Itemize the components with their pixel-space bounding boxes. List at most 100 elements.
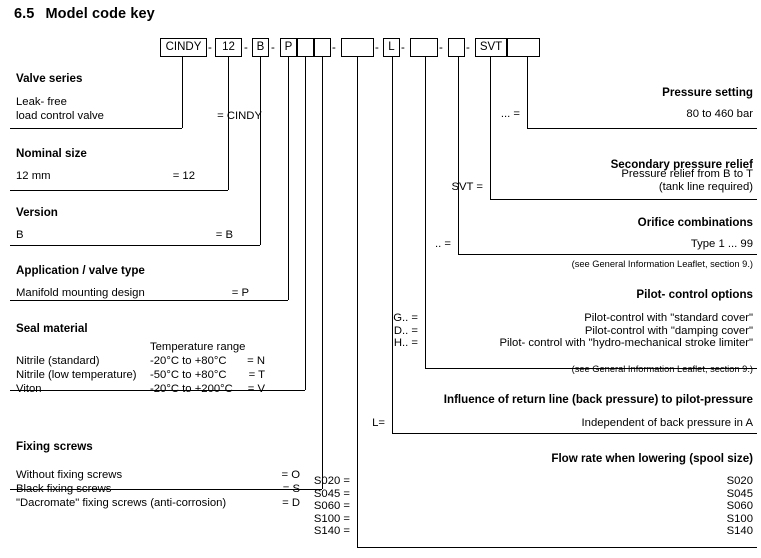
code-box-blank-8[interactable] (410, 38, 438, 57)
code-separator-6: - (439, 42, 443, 54)
page-title: 6.5 Model code key (14, 6, 155, 22)
code-box-blank-5[interactable] (314, 38, 331, 57)
right-row-code-4-0: L= (372, 417, 385, 429)
left-bracket-vline-2 (260, 57, 261, 245)
right-row-text-3-2: Pilot- control with "hydro-mechanical st… (499, 337, 754, 349)
left-row-label-2-0: B (16, 229, 24, 241)
right-row-text-5-2: S060 (726, 500, 753, 512)
left-bracket-vline-0 (182, 57, 183, 128)
right-row-text-5-4: S140 (726, 525, 753, 537)
right-bracket-hline-0 (527, 128, 757, 129)
left-row-range-4-1: -50°C to +80°C (150, 369, 227, 381)
code-box-p[interactable]: P (280, 38, 297, 57)
right-row-text-2-0: Type 1 ... 99 (690, 238, 753, 250)
left-row-code-5-0: = O (281, 469, 300, 481)
left-row-code-3-0: = P (231, 287, 249, 299)
right-section-note-3: (see General Information Leaflet, sectio… (571, 364, 753, 374)
right-section-heading-0: Pressure setting (662, 86, 753, 99)
right-row-code-3-2: H.. = (393, 337, 418, 349)
left-row-range-4-0: -20°C to +80°C (150, 355, 227, 367)
left-row-label-0-1: load control valve (16, 110, 104, 122)
left-row-label-4-2: Viton (16, 383, 42, 395)
right-row-code-2-0: .. = (434, 238, 451, 250)
right-section-heading-2: Orifice combinations (637, 216, 753, 229)
code-box-blank-9[interactable] (448, 38, 465, 57)
left-bracket-vline-1 (228, 57, 229, 190)
right-row-code-5-4: S140 = (313, 525, 350, 537)
left-row-label-4-0: Nitrile (standard) (16, 355, 100, 367)
left-row-code-1-0: = 12 (172, 170, 195, 182)
left-row-code-5-2: = D (282, 497, 300, 509)
left-bracket-vline-4 (305, 57, 306, 390)
right-bracket-hline-5 (357, 547, 757, 548)
right-row-text-4-0: Independent of back pressure in A (581, 417, 753, 429)
left-row-code-5-1: = S (282, 483, 300, 495)
code-box-b[interactable]: B (252, 38, 269, 57)
code-separator-5: - (401, 42, 405, 54)
right-row-code-5-2: S060 = (313, 500, 350, 512)
left-row-label-1-0: 12 mm (16, 170, 51, 182)
code-box-12[interactable]: 12 (215, 38, 242, 57)
left-row-label-0-0: Leak- free (16, 96, 67, 108)
left-section-heading-0: Valve series (16, 72, 83, 85)
right-bracket-vline-1 (490, 57, 491, 199)
left-row-code-4-2: = V (247, 383, 265, 395)
right-row-code-1-1: SVT = (451, 180, 483, 193)
right-bracket-hline-1 (490, 199, 757, 200)
right-row-text-3-1: Pilot-control with "damping cover" (584, 324, 753, 337)
right-section-heading-1: Secondary pressure relief (610, 158, 753, 171)
left-section-heading-3: Application / valve type (16, 264, 145, 277)
right-row-text-3-0: Pilot-control with "standard cover" (584, 312, 753, 324)
right-section-heading-3: Pilot- control options (636, 288, 753, 301)
left-section-heading-4: Seal material (16, 322, 88, 335)
right-section-note-2: (see General Information Leaflet, sectio… (571, 259, 753, 269)
right-bracket-vline-3 (425, 57, 426, 368)
right-section-heading-4: Influence of return line (back pressure)… (443, 393, 753, 406)
left-bracket-hline-2 (10, 245, 260, 246)
code-separator-4: - (375, 42, 379, 54)
right-bracket-vline-0 (527, 57, 528, 128)
left-row-code-4-1: = T (248, 369, 265, 381)
left-section-heading-2: Version (16, 206, 58, 219)
code-box-blank-4[interactable] (297, 38, 314, 57)
left-bracket-hline-3 (10, 300, 288, 301)
right-row-text-1-1: (tank line required) (658, 180, 753, 193)
left-bracket-vline-3 (288, 57, 289, 300)
left-section-column-header-4: Temperature range (150, 341, 246, 353)
right-row-code-3-1: D.. = (393, 324, 418, 337)
code-box-l[interactable]: L (383, 38, 400, 57)
left-row-code-0-1: = CINDY (217, 110, 262, 122)
left-bracket-hline-4 (10, 390, 305, 391)
left-row-label-3-0: Manifold mounting design (16, 287, 145, 299)
left-row-label-5-0: Without fixing screws (16, 469, 123, 481)
right-bracket-hline-4 (392, 433, 757, 434)
right-row-code-0-0: ... = (500, 108, 520, 120)
right-row-code-5-1: S045 = (313, 487, 350, 500)
code-separator-2: - (271, 42, 275, 54)
left-bracket-hline-5 (10, 489, 322, 490)
left-row-label-5-1: Black fixing screws (16, 483, 112, 495)
left-bracket-hline-0 (10, 128, 182, 129)
right-row-text-5-1: S045 (726, 487, 753, 500)
right-bracket-vline-2 (458, 57, 459, 254)
code-box-blank-6[interactable] (341, 38, 374, 57)
code-box-blank-11[interactable] (507, 38, 540, 57)
left-row-range-4-2: -20°C to +200°C (150, 383, 233, 395)
code-separator-1: - (244, 42, 248, 54)
left-section-heading-1: Nominal size (16, 147, 87, 160)
right-row-text-1-0: Pressure relief from B to T (621, 168, 753, 180)
left-section-heading-5: Fixing screws (16, 440, 93, 453)
right-row-text-0-0: 80 to 460 bar (686, 108, 753, 120)
right-bracket-hline-3 (425, 368, 757, 369)
left-row-code-2-0: = B (215, 229, 233, 241)
right-bracket-vline-5 (357, 57, 358, 547)
section-number: 6.5 (14, 6, 35, 22)
code-box-svt[interactable]: SVT (475, 38, 507, 57)
right-section-heading-5: Flow rate when lowering (spool size) (551, 452, 753, 465)
right-bracket-vline-4 (392, 57, 393, 433)
right-bracket-hline-2 (458, 254, 757, 255)
code-box-cindy[interactable]: CINDY (160, 38, 207, 57)
right-row-text-5-3: S100 (726, 512, 753, 525)
section-title-text: Model code key (45, 6, 155, 22)
left-row-label-4-1: Nitrile (low temperature) (16, 369, 137, 381)
